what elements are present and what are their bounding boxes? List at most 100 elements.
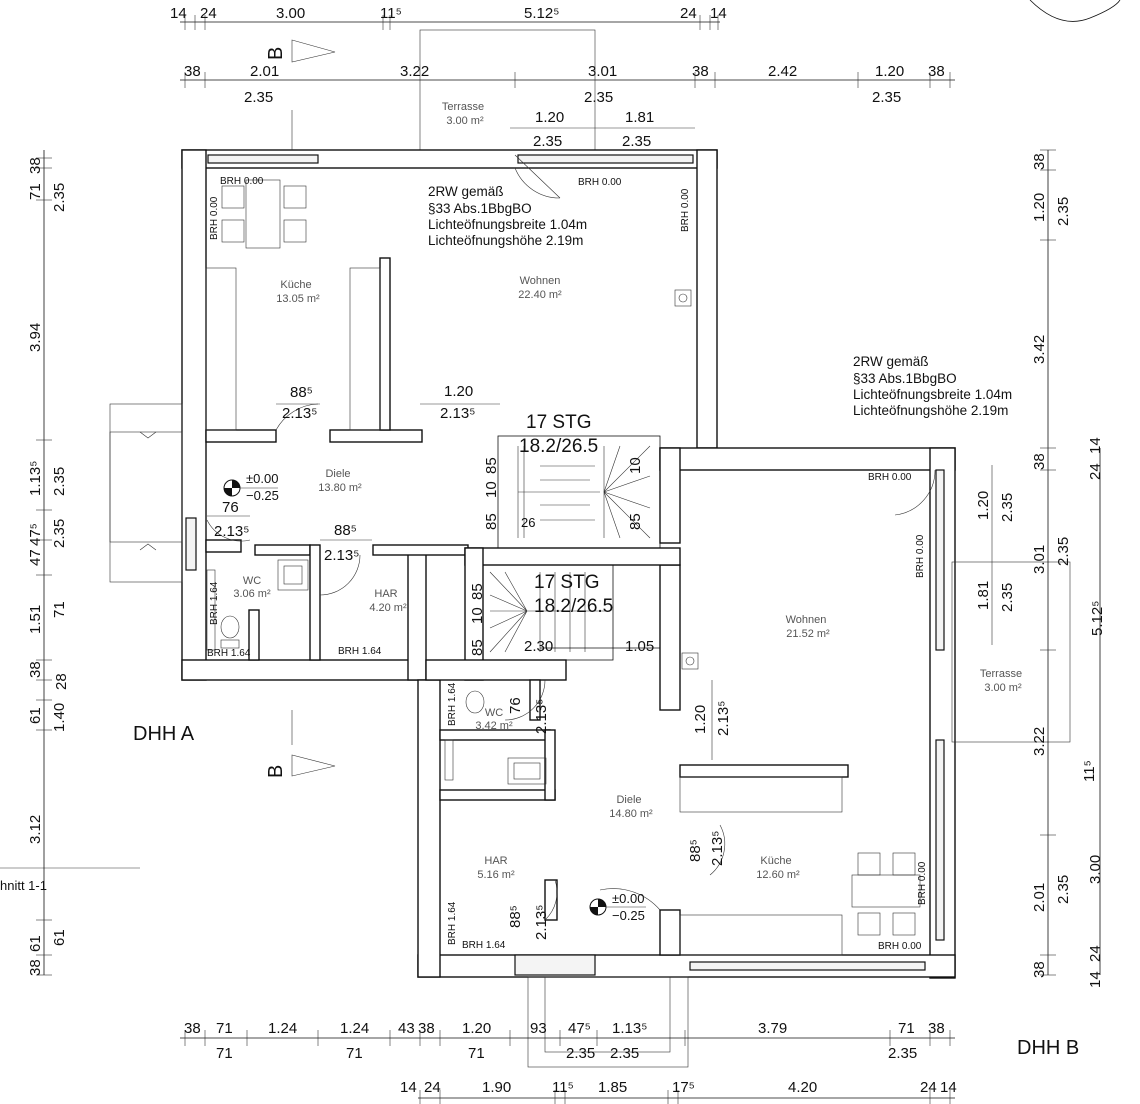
dim-bot-r1b-2: 71: [468, 1045, 485, 1062]
dim-top-r2-6: 1.20: [875, 63, 904, 80]
stair-a-26: 26: [521, 515, 535, 530]
dim-bot-r1-6: 1.20: [462, 1020, 491, 1037]
dim-left-6: 47: [27, 549, 44, 566]
dim-top-r2b-1: 2.35: [584, 89, 613, 106]
dim-top-r1-5: 24: [680, 5, 697, 22]
brh-b1: BRH 0.00: [868, 472, 912, 483]
dim-right-10: 3.00: [1087, 855, 1104, 884]
section-b-top: B: [265, 47, 287, 60]
room-terrasse-b-area: 3.00 m²: [984, 682, 1022, 694]
dim-bot-r1b-4: 2.35: [610, 1045, 639, 1062]
rw-note-a: 2RW gemäß §33 Abs.1BbgBO Lichteöfnungsbr…: [428, 184, 587, 248]
brh-b3: BRH 1.64: [447, 682, 458, 726]
brh-a7: BRH 1.64: [338, 646, 382, 657]
dimension-bottom: 38 71 1.24 1.24 43 38 1.20 93 47⁵ 1.13⁵ …: [180, 1020, 957, 1104]
dim-bot-r1b-1: 71: [346, 1045, 363, 1062]
dim-bot-r1-11: 71: [898, 1020, 915, 1037]
dim-bot-r1-4: 43: [398, 1020, 415, 1037]
dim-right-2: 2.35: [1055, 197, 1072, 226]
house-b: [417, 447, 1071, 1068]
stair-b-r1: 85: [469, 583, 486, 600]
dim-top-r2b-0: 2.35: [244, 89, 273, 106]
dim-top-r1-2: 3.00: [276, 5, 305, 22]
dim-top-r2b-2: 2.35: [872, 89, 901, 106]
stair-b-230: 2.30: [524, 638, 553, 655]
note-b-line3: Lichteöfnungsbreite 1.04m: [853, 387, 1012, 402]
dim-d7a: 1.81: [975, 581, 992, 610]
dim-bot-r1-2: 1.24: [268, 1020, 297, 1037]
dim-top-r2-1: 2.01: [250, 63, 279, 80]
dim-bot-r1-0: 38: [184, 1020, 201, 1037]
dim-d10b: 2.13⁵: [709, 831, 726, 866]
brh-a2: BRH 0.00: [209, 196, 220, 240]
dim-bot-r1-9: 1.13⁵: [612, 1020, 647, 1037]
level-b-plus: ±0.00: [612, 891, 644, 906]
note-b-line2: §33 Abs.1BbgBO: [853, 371, 957, 386]
dim-left-17: 61: [27, 935, 44, 952]
dim-top-r1-0: 14: [170, 5, 187, 22]
dim-d4b: 2.13⁵: [324, 547, 359, 564]
dim-left-16: 38: [27, 959, 44, 976]
section-marker: B B: [265, 39, 336, 778]
stair-b-r3: 85: [469, 639, 486, 656]
dim-left-7: 47⁵: [27, 523, 44, 546]
brh-b2: BRH 0.00: [915, 534, 926, 578]
dim-left-18: 61: [51, 929, 68, 946]
room-diele-a-area: 13.80 m²: [318, 482, 362, 494]
dim-right-0: 38: [1031, 153, 1048, 170]
note-a-line1: 2RW gemäß: [428, 184, 504, 199]
north-arrow-icon: [1029, 0, 1121, 22]
level-a-minus: −0.25: [246, 488, 279, 503]
dim-right-5: 3.01: [1031, 545, 1048, 574]
room-wc-a-area: 3.06 m²: [233, 588, 271, 600]
dim-left-10: 71: [51, 601, 68, 618]
dim-d8a: 76: [507, 697, 524, 714]
note-a-line4: Lichteöfnungshöhe 2.19m: [428, 233, 583, 248]
dim-bot-r2-0: 14: [400, 1079, 417, 1096]
dim-d11b: 2.13⁵: [533, 905, 550, 940]
label-dhh-a: DHH A: [133, 723, 195, 745]
dimension-top: 14 24 3.00 11⁵ 5.12⁵ 24 14 38 2.01 3.22 …: [170, 5, 955, 106]
dim-d2a: 1.20: [444, 383, 473, 400]
note-a-line3: Lichteöfnungsbreite 1.04m: [428, 217, 587, 232]
dim-right-1: 1.20: [1031, 193, 1048, 222]
room-terrasse-a-area: 3.00 m²: [446, 115, 484, 127]
dim-bot-r2-2: 1.90: [482, 1079, 511, 1096]
level-b-minus: −0.25: [612, 908, 645, 923]
room-har-b-area: 5.16 m²: [477, 869, 515, 881]
room-diele-b-name: Diele: [616, 794, 641, 806]
dim-left-9: 1.51: [27, 605, 44, 634]
dim-right-9: 2.35: [1055, 875, 1072, 904]
brh-a6: BRH 1.64: [207, 648, 251, 659]
dim-top-r1-3: 11⁵: [380, 5, 402, 22]
dim-d2b: 2.13⁵: [440, 405, 475, 422]
dim-left-0: 38: [27, 157, 44, 174]
stair-a-steps: 17 STG: [526, 412, 591, 433]
dim-top-r2-4: 38: [692, 63, 709, 80]
dim-d3a: 76: [222, 499, 239, 516]
label-schnitt: hnitt 1-1: [0, 878, 47, 893]
dim-bot-r1-3: 1.24: [340, 1020, 369, 1037]
note-a-line2: §33 Abs.1BbgBO: [428, 201, 532, 216]
brh-b4: BRH 0.00: [917, 861, 928, 905]
room-wc-b-area: 3.42 m²: [475, 720, 513, 732]
rw-note-b: 2RW gemäß §33 Abs.1BbgBO Lichteöfnungsbr…: [853, 354, 1012, 418]
dim-right-13: 24: [1087, 945, 1104, 962]
room-terrasse-b-name: Terrasse: [980, 668, 1022, 680]
dim-right-11: 38: [1031, 961, 1048, 978]
dim-bot-r2-8: 14: [940, 1079, 957, 1096]
dimension-right: 38 1.20 2.35 3.42 38 3.01 2.35 3.22 2.01…: [1031, 149, 1106, 988]
house-a: [109, 29, 718, 681]
dim-bot-r1-7: 93: [530, 1020, 547, 1037]
room-wc-a-name: WC: [243, 575, 261, 587]
brh-a5: BRH 1.64: [209, 581, 220, 625]
room-diele-a-name: Diele: [325, 468, 350, 480]
room-kueche-a-area: 13.05 m²: [276, 293, 320, 305]
dim-right-3: 3.42: [1031, 335, 1048, 364]
level-a-plus: ±0.00: [246, 471, 278, 486]
dim-bot-r1b-3: 2.35: [566, 1045, 595, 1062]
dim-left-13: 61: [27, 707, 44, 724]
dim-d12a: 1.81: [625, 109, 654, 126]
stair-b-105: 1.05: [625, 638, 654, 655]
level-marker-a: ±0.00 −0.25: [223, 471, 279, 503]
